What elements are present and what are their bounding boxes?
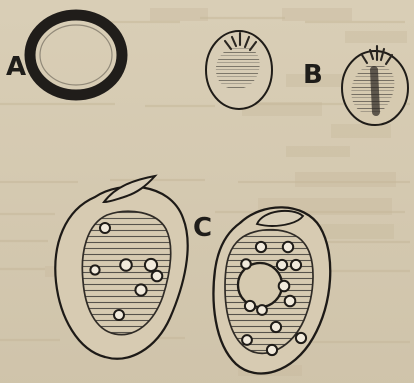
figure-a bbox=[30, 15, 122, 95]
label-c: C bbox=[193, 215, 212, 241]
figure-b bbox=[342, 46, 408, 125]
label-a: A bbox=[6, 54, 26, 80]
figure-a-ring bbox=[30, 15, 122, 95]
figure-b-dark-streak bbox=[374, 70, 376, 112]
figure-a-inner bbox=[40, 25, 112, 85]
label-b: B bbox=[303, 62, 323, 88]
figure-a-cell bbox=[206, 31, 272, 109]
figure-c-right bbox=[213, 207, 330, 373]
figure-c-left bbox=[55, 176, 187, 359]
